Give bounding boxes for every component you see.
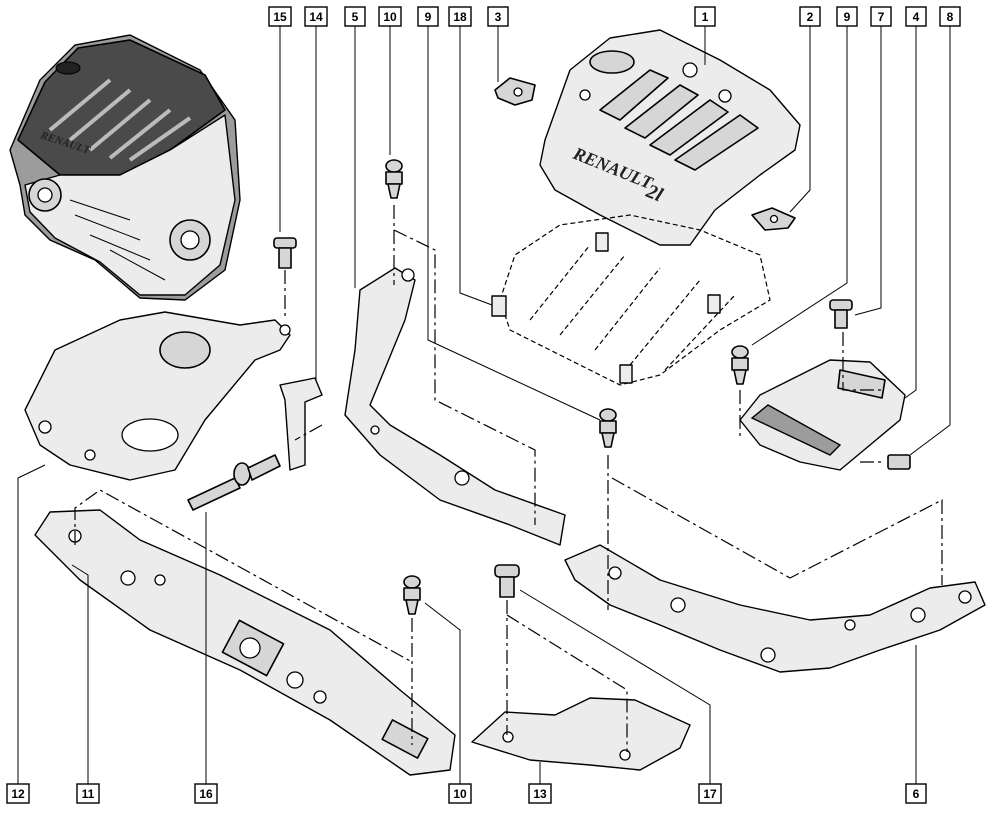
svg-text:13: 13 bbox=[533, 787, 547, 801]
lower-cover-left bbox=[24, 311, 291, 481]
callout-9-right: 9 bbox=[836, 6, 858, 27]
svg-text:8: 8 bbox=[947, 10, 954, 24]
svg-text:18: 18 bbox=[453, 10, 467, 24]
svg-text:15: 15 bbox=[273, 10, 287, 24]
lower-panel-6 bbox=[564, 544, 986, 673]
leader-lines bbox=[17, 26, 951, 784]
engine-illustration: RENAULT bbox=[9, 34, 241, 301]
callout-5: 5 bbox=[344, 6, 366, 27]
callout-8: 8 bbox=[939, 6, 961, 27]
callout-4: 4 bbox=[905, 6, 927, 27]
stud-16 bbox=[187, 454, 281, 511]
callout-2: 2 bbox=[799, 6, 821, 27]
svg-text:16: 16 bbox=[199, 787, 213, 801]
svg-text:9: 9 bbox=[425, 10, 432, 24]
svg-text:12: 12 bbox=[11, 787, 25, 801]
svg-text:6: 6 bbox=[913, 787, 920, 801]
svg-text:3: 3 bbox=[495, 10, 502, 24]
callout-9-left: 9 bbox=[417, 6, 439, 27]
callout-1: 1 bbox=[694, 6, 716, 27]
side-panel-5 bbox=[344, 267, 566, 546]
svg-text:17: 17 bbox=[703, 787, 717, 801]
lower-panel-13 bbox=[471, 697, 691, 771]
callout-14: 14 bbox=[304, 6, 328, 27]
svg-text:10: 10 bbox=[453, 787, 467, 801]
svg-text:5: 5 bbox=[352, 10, 359, 24]
svg-text:2: 2 bbox=[807, 10, 814, 24]
callout-10-top: 10 bbox=[378, 6, 402, 27]
svg-text:1: 1 bbox=[702, 10, 709, 24]
svg-text:10: 10 bbox=[383, 10, 397, 24]
callout-3: 3 bbox=[487, 6, 509, 27]
engine-cover: RENAULT 2l bbox=[539, 29, 801, 246]
callout-18: 18 bbox=[448, 6, 472, 27]
bracket-14 bbox=[279, 377, 323, 471]
svg-text:11: 11 bbox=[82, 787, 95, 801]
callout-15: 15 bbox=[268, 6, 292, 27]
engine-outline-ghost bbox=[491, 214, 771, 386]
air-duct-cover bbox=[739, 359, 906, 471]
fasteners bbox=[273, 159, 911, 615]
callout-12: 12 bbox=[6, 783, 30, 804]
callout-11: 11 bbox=[76, 783, 100, 804]
callout-6: 6 bbox=[905, 783, 927, 804]
callout-10-bottom: 10 bbox=[448, 783, 472, 804]
svg-text:14: 14 bbox=[309, 10, 323, 24]
svg-text:7: 7 bbox=[878, 10, 885, 24]
callout-7: 7 bbox=[870, 6, 892, 27]
svg-text:4: 4 bbox=[913, 10, 920, 24]
callout-16: 16 bbox=[194, 783, 218, 804]
callout-17: 17 bbox=[698, 783, 722, 804]
callout-13: 13 bbox=[528, 783, 552, 804]
assembly-lines bbox=[74, 205, 943, 752]
svg-text:9: 9 bbox=[844, 10, 851, 24]
